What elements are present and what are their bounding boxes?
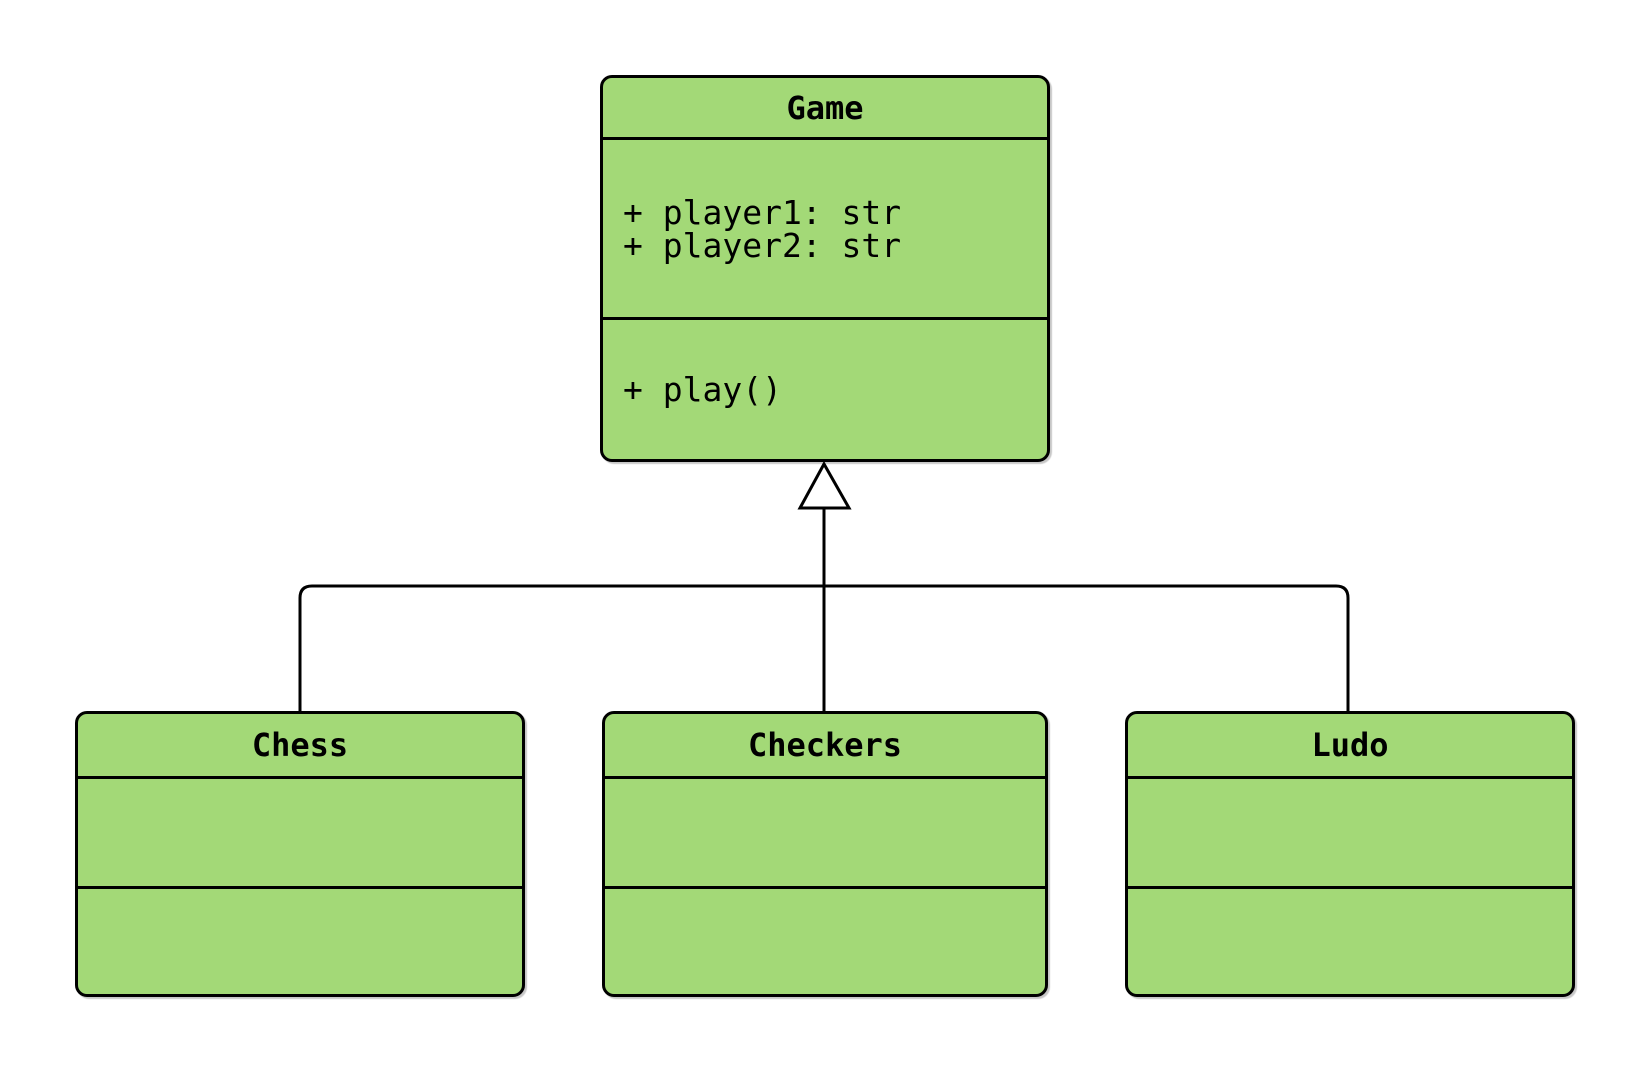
attributes-section: + player1: str + player2: str (603, 140, 1047, 320)
attributes-section (78, 779, 522, 889)
class-title: Ludo (1128, 714, 1572, 779)
attribute-line: + player1: str (623, 192, 902, 232)
class-box-game: Game + player1: str + player2: str + pla… (600, 75, 1050, 462)
attributes-section (605, 779, 1045, 889)
class-title: Chess (78, 714, 522, 779)
class-box-ludo: Ludo (1125, 711, 1575, 997)
method-line: + play() (623, 370, 782, 409)
attribute-line: + player2: str (623, 225, 902, 265)
methods-section (78, 889, 522, 994)
methods-section: + play() (603, 320, 1047, 459)
attributes-section (1128, 779, 1572, 889)
inheritance-arrow-icon (797, 460, 852, 510)
class-title: Game (603, 78, 1047, 140)
methods-section (1128, 889, 1572, 994)
class-box-checkers: Checkers (602, 711, 1048, 997)
class-box-chess: Chess (75, 711, 525, 997)
methods-section (605, 889, 1045, 994)
class-title: Checkers (605, 714, 1045, 779)
